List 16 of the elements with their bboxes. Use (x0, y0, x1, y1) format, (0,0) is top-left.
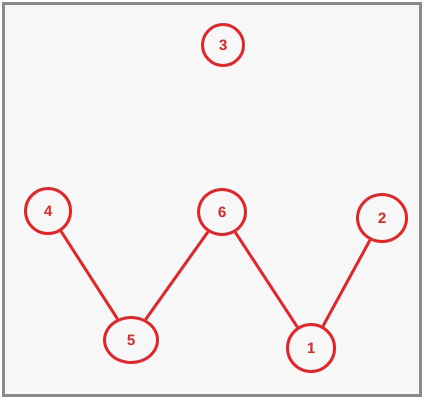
number-circle (197, 188, 247, 236)
connector-line (144, 230, 210, 320)
node-label: 3 (218, 38, 228, 52)
node-label: 1 (306, 340, 316, 356)
number-circle (201, 23, 245, 67)
node-label: 6 (218, 204, 226, 220)
number-circle (103, 316, 159, 364)
node-label: 5 (126, 332, 136, 348)
connector-line (234, 232, 299, 328)
connector-line (60, 230, 119, 320)
number-circle (356, 193, 408, 243)
node-label: 2 (378, 210, 386, 226)
connector-line (322, 239, 372, 327)
number-circle (24, 187, 72, 235)
number-circle (286, 323, 336, 373)
node-label: 4 (44, 204, 52, 218)
